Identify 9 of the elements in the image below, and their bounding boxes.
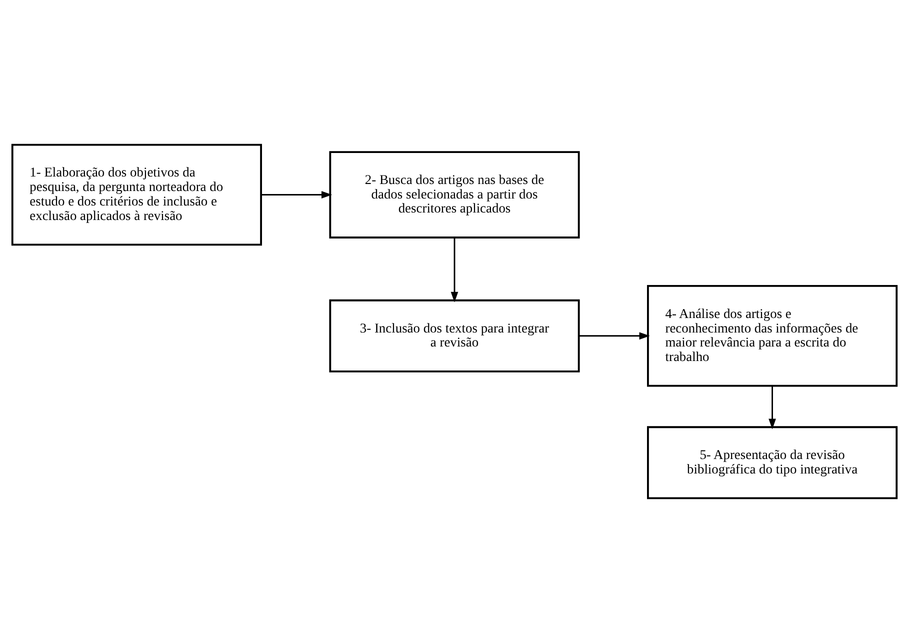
node-box: 4- Análise dos artigos e reconhecimento das informações de maior relevância para a escrita do trabalho [647,285,898,387]
arrow [768,386,776,430]
node-box: 5- Apresentação da revisão bibliográfica do tipo integrativa [647,426,898,500]
arrow [261,191,332,198]
arrow [578,332,650,340]
node-box: 2- Busca dos artigos nas bases de dados selecionadas a partir dos descritores aplicados [329,151,580,238]
node-box: 3- Inclusão dos textos para integrar a revisão [329,299,580,372]
arrow [450,238,458,302]
node-box: 1- Elaboração dos objetivos da pesquisa, da pergunta norteadora do estudo e dos critérios de inclusão e exclusão aplicados à revisão [11,144,262,246]
